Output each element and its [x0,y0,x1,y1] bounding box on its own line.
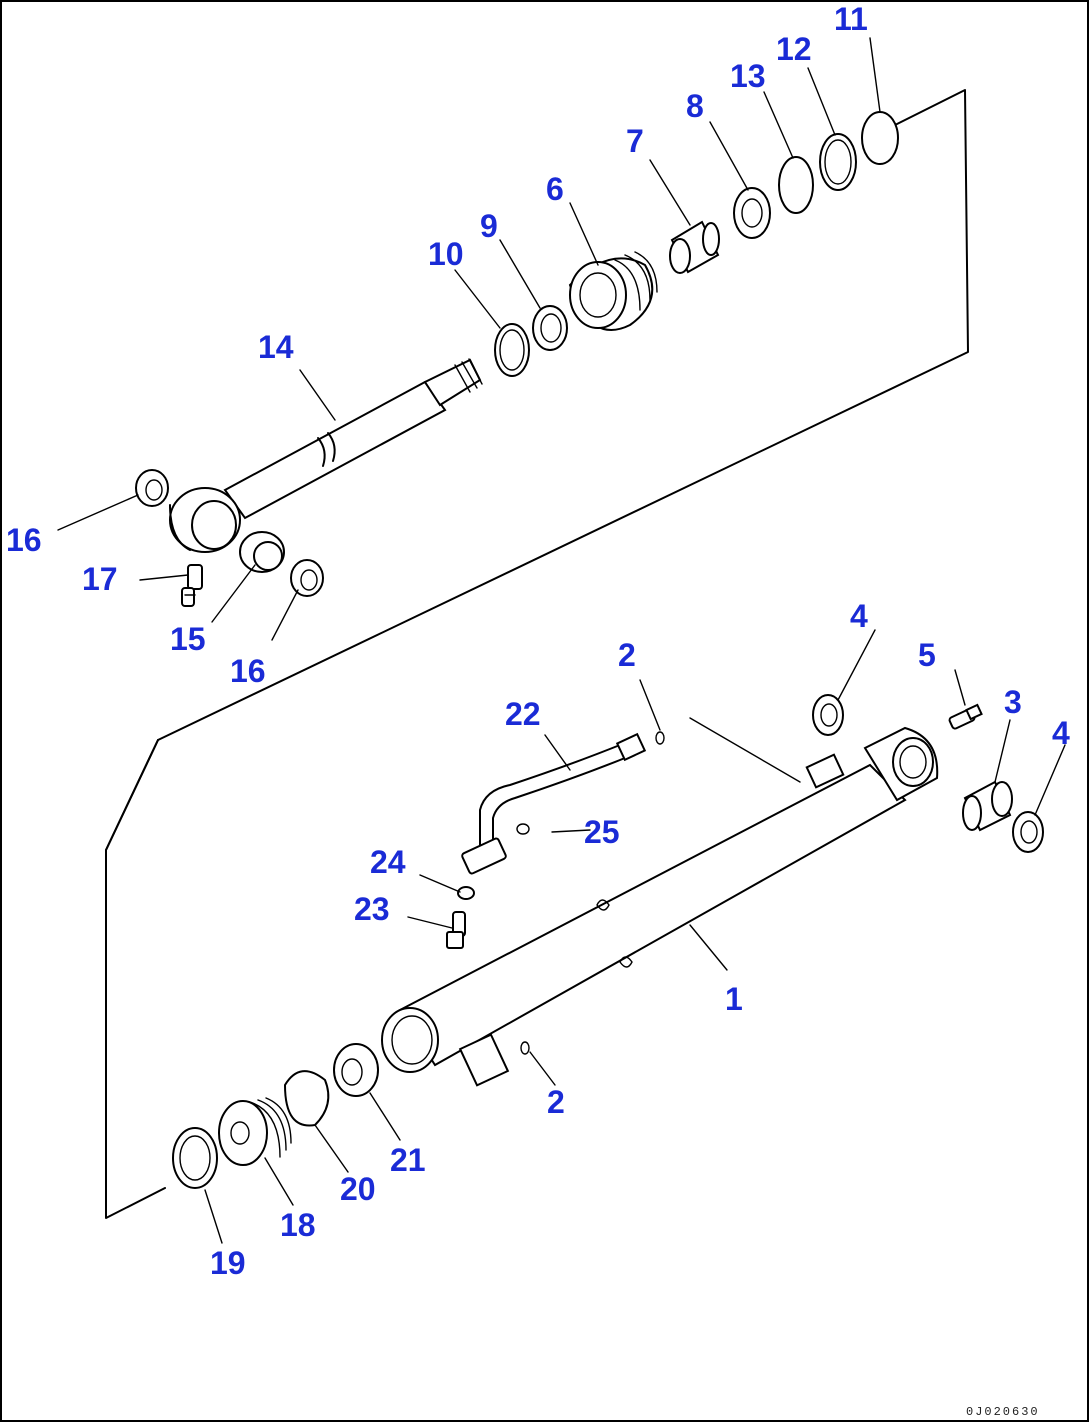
ring-9 [532,305,568,351]
oring-25 [516,823,530,835]
label-part-11: 11 [834,1,868,37]
cylinder-head-6 [568,251,658,331]
leader-lines [57,37,1066,1244]
label-part-13: 13 [730,58,766,94]
label-part-24: 24 [370,844,406,880]
label-part-10: 10 [428,236,464,272]
hose-22 [461,732,647,875]
label-part-9: 9 [480,208,498,244]
grease-fitting-17 [181,564,203,607]
label-part-20: 20 [340,1171,376,1207]
ring-19 [172,1127,218,1189]
bushing-7 [669,220,720,274]
label-part-1: 1 [725,981,743,1017]
ring-12 [819,133,857,191]
label-part-17: 17 [82,561,118,597]
label-part-3: 3 [1004,684,1022,720]
part-labels: 11 12 13 8 7 6 9 10 14 16 17 15 16 2 22 … [6,1,1070,1281]
piston-rod-14 [169,358,483,553]
label-part-8: 8 [686,88,704,124]
label-part-14: 14 [258,329,294,365]
label-part-6: 6 [546,171,564,207]
oring-2-bottom [520,1041,530,1055]
label-part-5: 5 [918,637,936,673]
label-part-4-lower: 4 [1052,715,1070,751]
ring-10 [494,323,530,377]
nut-21 [333,1043,379,1097]
label-part-4-upper: 4 [850,598,868,634]
label-part-2-top: 2 [618,637,636,673]
assembly-outline [105,89,969,1219]
label-part-18: 18 [280,1207,316,1243]
label-part-7: 7 [626,123,644,159]
washer-24 [457,886,475,900]
fastener-23 [446,911,466,949]
dust-seal-4-upper [812,694,844,736]
label-part-21: 21 [390,1142,426,1178]
oring-2-top [655,731,665,745]
nut-8 [733,187,771,239]
dust-seal-16-left [135,469,169,507]
label-part-25: 25 [584,814,620,850]
label-part-2-bottom: 2 [547,1084,565,1120]
piston-18 [218,1097,292,1166]
label-part-16-right: 16 [230,653,266,689]
dust-seal-4-lower [1012,811,1044,853]
label-part-22: 22 [505,696,541,732]
bushing-15 [239,531,285,573]
label-part-19: 19 [210,1245,246,1281]
label-part-23: 23 [354,891,390,927]
drawing-code: 0J020630 [966,1405,1040,1419]
label-part-12: 12 [776,31,812,67]
grease-fitting-5 [948,703,983,730]
bushing-3 [962,780,1013,832]
ring-11 [861,111,899,165]
label-part-15: 15 [170,621,206,657]
ring-13 [778,156,814,214]
label-part-16-left: 16 [6,522,42,558]
dust-seal-16-right [290,559,324,597]
cylinder-tube-1 [381,726,939,1087]
ring-20 [283,1070,330,1127]
